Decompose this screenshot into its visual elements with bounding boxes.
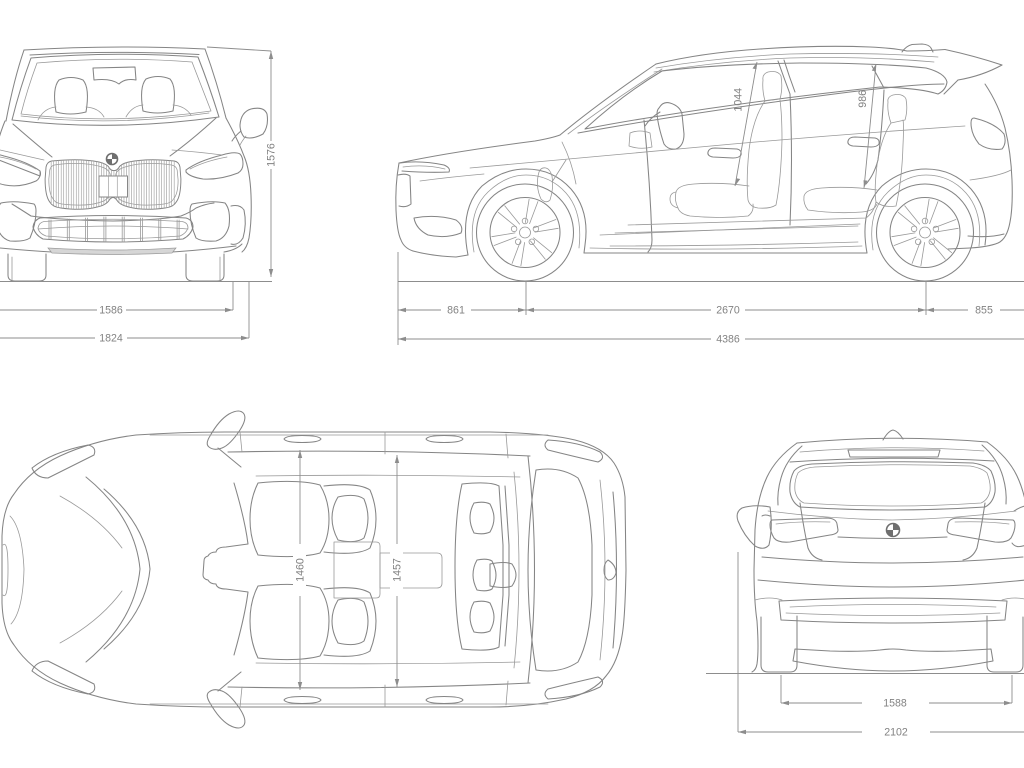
svg-text:1586: 1586 — [99, 305, 123, 317]
svg-text:1457: 1457 — [392, 558, 404, 582]
svg-text:1576: 1576 — [266, 143, 278, 167]
svg-text:4386: 4386 — [716, 334, 740, 346]
svg-text:986: 986 — [857, 90, 869, 108]
svg-text:2670: 2670 — [716, 305, 740, 317]
svg-text:1824: 1824 — [99, 333, 123, 345]
svg-text:855: 855 — [975, 305, 993, 317]
svg-text:861: 861 — [447, 305, 465, 317]
svg-text:1588: 1588 — [883, 698, 907, 710]
svg-text:1460: 1460 — [295, 558, 307, 582]
svg-text:1044: 1044 — [733, 88, 745, 112]
svg-text:2102: 2102 — [884, 727, 908, 739]
